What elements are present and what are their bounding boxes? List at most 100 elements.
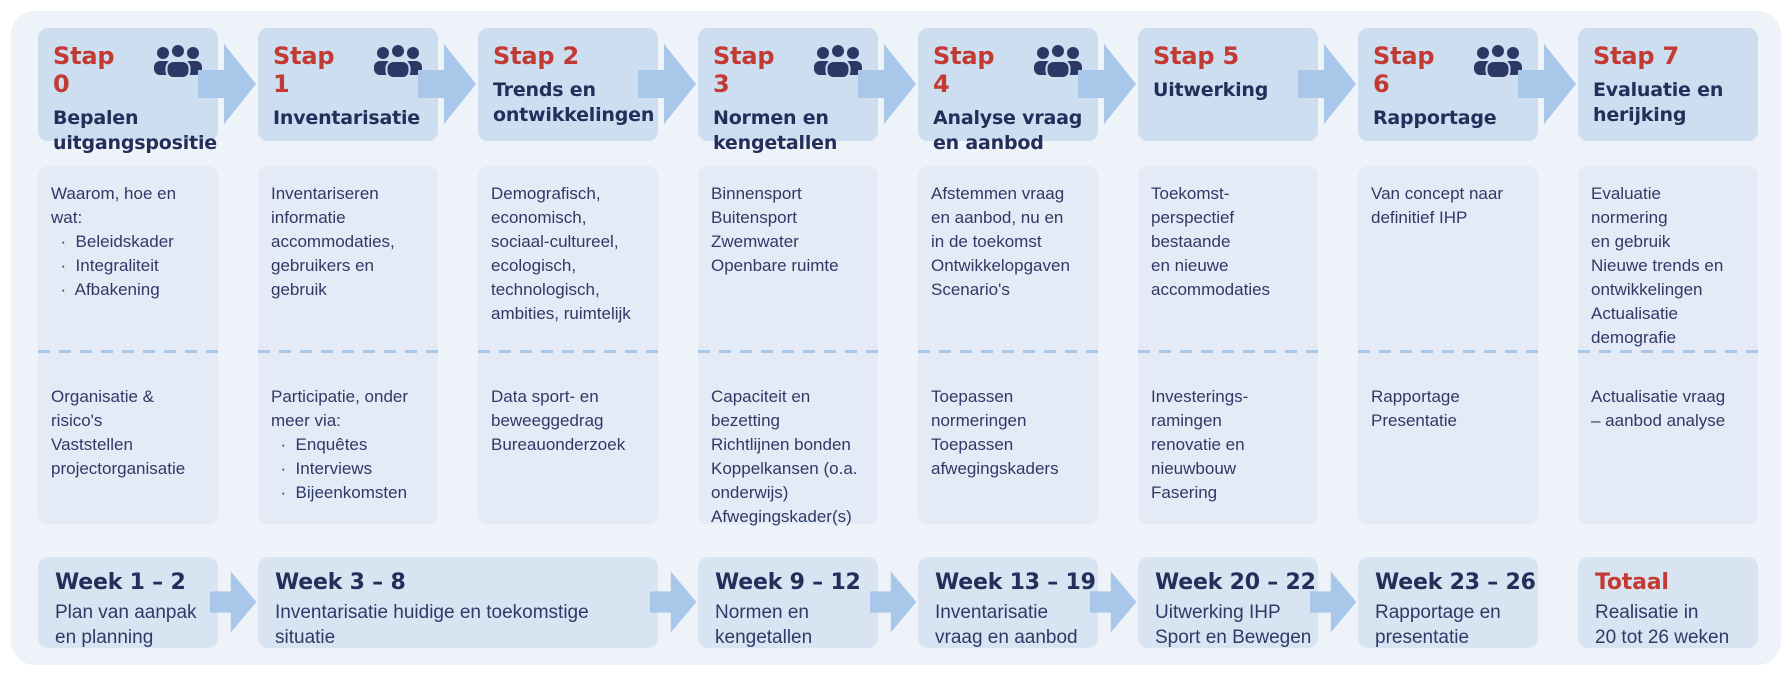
timeline-week-text: Rapportage en presentatie xyxy=(1375,602,1501,648)
timeline-week-label: Week 3 – 8 xyxy=(275,570,406,595)
step-header-top: Stap 5 xyxy=(1153,42,1303,70)
dashed-divider xyxy=(698,350,878,353)
step-header: Stap 4 Analyse vraag en aanbod xyxy=(918,28,1098,154)
dashed-divider xyxy=(918,350,1098,353)
timeline-item: Week 13 – 19 Inventarisatie vraag en aan… xyxy=(918,557,1137,648)
step-header-top: Stap 7 xyxy=(1593,42,1743,70)
step-details-bottom: Capaciteit en bezetting Richtlijnen bond… xyxy=(711,387,858,526)
timeline-week-text: Plan van aanpak en planning xyxy=(55,602,197,648)
step-details-bottom: Actualisatie vraag – aanbod analyse xyxy=(1591,387,1726,430)
step-title: Rapportage xyxy=(1373,107,1497,129)
step-details-bottom: Data sport- en beweeggedrag Bureauonderz… xyxy=(491,387,626,454)
dashed-divider xyxy=(1138,350,1318,353)
timeline-week-text: Inventarisatie vraag en aanbod xyxy=(935,602,1078,648)
arrow-right-icon xyxy=(198,44,256,124)
step-title: Normen en kengetallen xyxy=(713,107,838,154)
process-column: Stap 1 Inventarisatie Inventariseren inf… xyxy=(258,11,476,665)
step-header: Stap 3 Normen en kengetallen xyxy=(698,28,878,154)
people-icon xyxy=(1033,43,1083,85)
step-label: Stap 0 xyxy=(53,42,115,98)
timeline-week-text: Normen en kengetallen xyxy=(715,602,813,648)
timeline-week-text: Uitwerking IHP Sport en Bewegen xyxy=(1155,602,1312,648)
step-details: Demografisch, economisch, sociaal-cultur… xyxy=(478,166,658,524)
step-header: Stap 0 Bepalen uitgangspositie xyxy=(38,28,218,154)
arrow-right-icon xyxy=(1310,571,1357,633)
arrow-right-icon xyxy=(638,44,696,124)
arrow-right-icon xyxy=(1298,44,1356,124)
people-icon xyxy=(1473,43,1523,85)
step-header-top: Stap 0 xyxy=(53,42,203,98)
timeline-week-label: Week 9 – 12 xyxy=(715,570,861,595)
arrow-right-icon xyxy=(870,571,917,633)
step-label: Stap 3 xyxy=(713,42,775,98)
timeline-item: Totaal Realisatie in 20 tot 26 weken xyxy=(1578,557,1758,648)
timeline-item: Week 23 – 26 Rapportage en presentatie xyxy=(1358,557,1538,648)
arrow-right-icon xyxy=(1090,571,1137,633)
dashed-divider xyxy=(1358,350,1538,353)
dashed-divider xyxy=(1578,350,1758,353)
arrow-right-icon xyxy=(418,44,476,124)
step-details: Toekomst- perspectief bestaande en nieuw… xyxy=(1138,166,1318,524)
step-details: Afstemmen vraag en aanbod, nu en in de t… xyxy=(918,166,1098,524)
step-details-top: Afstemmen vraag en aanbod, nu en in de t… xyxy=(931,184,1070,299)
process-column: Stap 5 Uitwerking Toekomst- perspectief … xyxy=(1138,11,1356,665)
step-title: Inventarisatie xyxy=(273,107,420,129)
step-details: Van concept naar definitief IHP Rapporta… xyxy=(1358,166,1538,524)
timeline-item: Week 1 – 2 Plan van aanpak en planning xyxy=(38,557,257,648)
step-details: Waarom, hoe en wat: · Beleidskader · Int… xyxy=(38,166,218,524)
timeline-week-label: Totaal xyxy=(1595,570,1669,595)
timeline-week-text: Inventarisatie huidige en toekomstige si… xyxy=(275,602,589,648)
step-details: Inventariseren informatie accommodaties,… xyxy=(258,166,438,524)
step-details-top: Inventariseren informatie accommodaties,… xyxy=(271,184,395,299)
step-details-bottom: Rapportage Presentatie xyxy=(1371,387,1460,430)
step-title: Bepalen uitgangspositie xyxy=(53,107,217,154)
step-label: Stap 1 xyxy=(273,42,335,98)
arrow-right-icon xyxy=(210,571,257,633)
step-details-bottom: Toepassen normeringen Toepassen afweging… xyxy=(931,387,1059,478)
people-icon xyxy=(813,43,863,85)
step-title: Evaluatie en herijking xyxy=(1593,79,1724,126)
timeline-item: Week 3 – 8 Inventarisatie huidige en toe… xyxy=(258,557,697,648)
timeline-item: Week 20 – 22 Uitwerking IHP Sport en Bew… xyxy=(1138,557,1357,648)
dashed-divider xyxy=(38,350,218,353)
step-label: Stap 2 xyxy=(493,42,579,70)
process-column: Stap 6 Rapportage Van concept naar defin… xyxy=(1358,11,1576,665)
step-details-top: Demografisch, economisch, sociaal-cultur… xyxy=(491,184,631,323)
step-details-bottom: Investerings- ramingen renovatie en nieu… xyxy=(1151,387,1249,502)
step-label: Stap 5 xyxy=(1153,42,1239,70)
arrow-right-icon xyxy=(858,44,916,124)
people-icon xyxy=(153,43,203,85)
dashed-divider xyxy=(258,350,438,353)
step-header-top: Stap 4 xyxy=(933,42,1083,98)
step-label: Stap 7 xyxy=(1593,42,1679,70)
dashed-divider xyxy=(478,350,658,353)
timeline-week-label: Week 23 – 26 xyxy=(1375,570,1536,595)
step-details-bottom: Organisatie & risico's Vaststellen proje… xyxy=(51,387,186,478)
process-column: Stap 3 Normen en kengetallen Binnensport… xyxy=(698,11,916,665)
step-details-top: Evaluatie normering en gebruik Nieuwe tr… xyxy=(1591,184,1724,347)
arrow-right-icon xyxy=(1078,44,1136,124)
step-details-top: Van concept naar definitief IHP xyxy=(1371,184,1503,227)
step-details-top: Toekomst- perspectief bestaande en nieuw… xyxy=(1151,184,1271,299)
step-details-top: Waarom, hoe en wat: · Beleidskader · Int… xyxy=(51,184,177,299)
step-details-top: Binnensport Buitensport Zwemwater Openba… xyxy=(711,184,839,275)
arrow-right-icon xyxy=(650,571,697,633)
timeline-week-label: Week 13 – 19 xyxy=(935,570,1096,595)
arrow-right-icon xyxy=(1518,44,1576,124)
process-column: Stap 2 Trends en ontwikkelingen Demograf… xyxy=(478,11,696,665)
diagram-panel: Stap 0 Bepalen uitgangspositie Waarom, h… xyxy=(11,11,1781,665)
step-title: Analyse vraag en aanbod xyxy=(933,107,1083,154)
timeline-item: Week 9 – 12 Normen en kengetallen xyxy=(698,557,917,648)
step-label: Stap 4 xyxy=(933,42,995,98)
step-header: Stap 5 Uitwerking xyxy=(1138,28,1318,141)
people-icon xyxy=(373,43,423,85)
process-column: Stap 0 Bepalen uitgangspositie Waarom, h… xyxy=(38,11,256,665)
step-header-top: Stap 6 xyxy=(1373,42,1523,98)
timeline-week-label: Week 20 – 22 xyxy=(1155,570,1316,595)
step-title: Trends en ontwikkelingen xyxy=(493,79,655,126)
step-header: Stap 6 Rapportage xyxy=(1358,28,1538,141)
timeline-week-label: Week 1 – 2 xyxy=(55,570,186,595)
step-header: Stap 7 Evaluatie en herijking xyxy=(1578,28,1758,141)
step-header-top: Stap 1 xyxy=(273,42,423,98)
